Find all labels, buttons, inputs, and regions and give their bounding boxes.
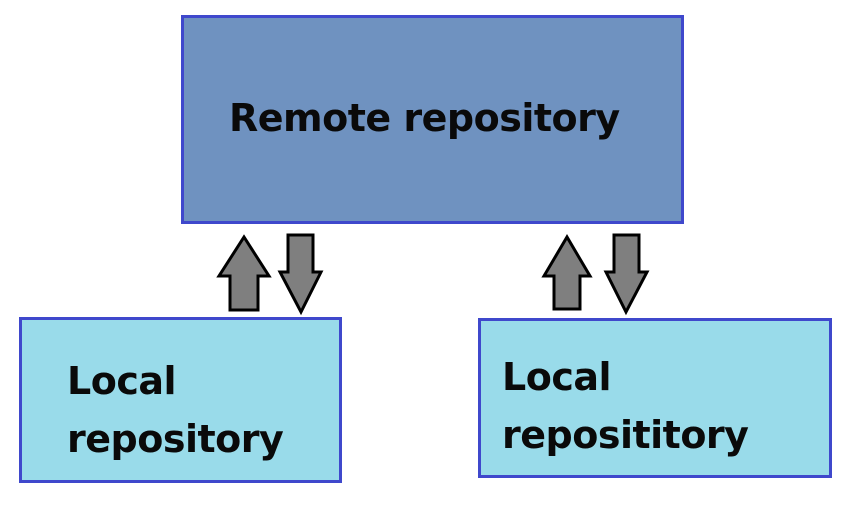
arrow-up-icon xyxy=(216,234,272,312)
local-repository-box-right: Local reposititory xyxy=(478,318,832,478)
local-repository-left-line2: repository xyxy=(67,417,284,461)
local-repository-label-left: Local repository xyxy=(67,352,284,468)
local-repository-right-line1: Local xyxy=(502,355,612,399)
local-repository-box-left: Local repository xyxy=(19,317,342,483)
arrow-down-icon xyxy=(603,233,650,316)
local-repository-right-line2: reposititory xyxy=(502,413,749,457)
remote-repository-label: Remote repository xyxy=(229,96,620,140)
arrow-down-icon xyxy=(277,233,324,316)
local-repository-left-line1: Local xyxy=(67,359,177,403)
remote-repository-box: Remote repository xyxy=(181,15,684,224)
arrow-up-icon xyxy=(541,234,593,311)
local-repository-label-right: Local reposititory xyxy=(502,348,749,464)
